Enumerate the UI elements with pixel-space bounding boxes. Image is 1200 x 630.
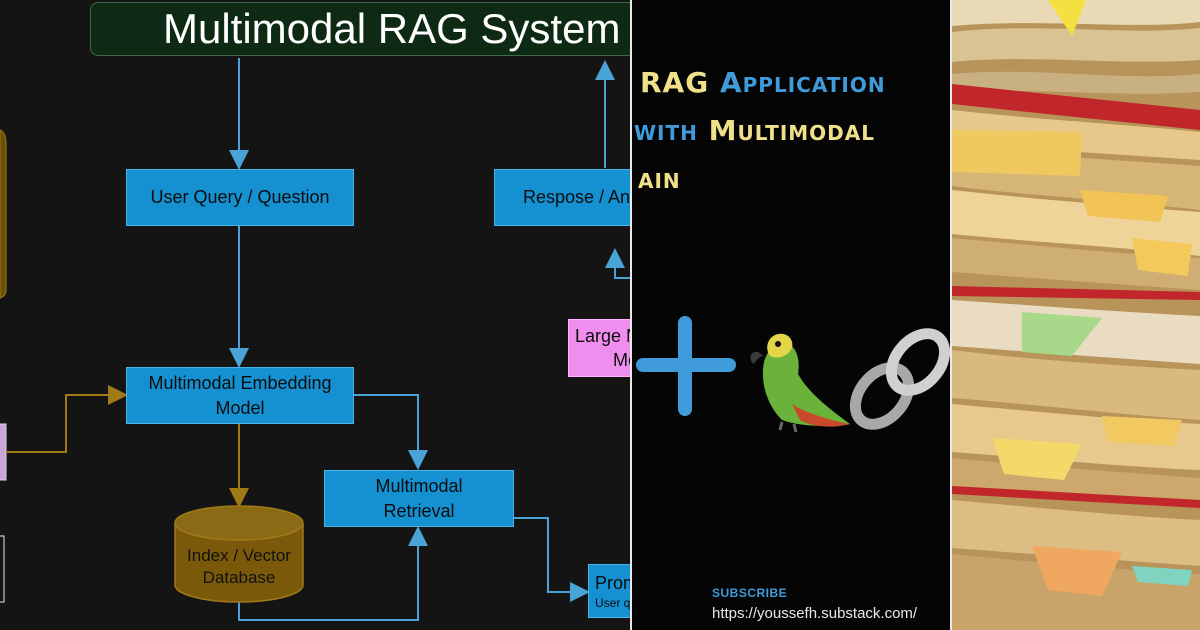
promo-multimodal-text: Multimodal (708, 114, 875, 147)
panel-divider (630, 0, 632, 630)
panel-divider-2 (950, 0, 952, 630)
prompt-node: Prompt User query + retrieved context (588, 564, 630, 618)
arrow-index-to-retrieval (238, 526, 428, 621)
rag-diagram-panel: Multimodal RAG System User Query / Quest… (0, 2, 630, 621)
plus-icon (636, 316, 736, 416)
user-query-label: User Query / Question (150, 187, 330, 208)
embedding-model-node: Multimodal Embedding Model (126, 367, 354, 424)
arrow-retrieval-to-prompt (514, 517, 590, 602)
large-multimodal-model-node: Large Multimodal Model (568, 319, 630, 377)
response-label: Respose / Answer (523, 187, 630, 208)
promo-rag-text: RAG (640, 66, 720, 99)
retrieval-label-line2: Retrieval (383, 500, 455, 521)
prompt-label-line2: User query + retrieved context (595, 596, 630, 611)
embedding-label-line2: Model (215, 397, 265, 418)
index-database-cylinder (174, 505, 304, 603)
response-node: Respose / Answer (494, 169, 630, 226)
subscribe-label: SUBSCRIBE (712, 586, 788, 600)
promo-icons (636, 316, 950, 433)
chain-link-icon (849, 328, 950, 430)
promo-headline-line2: with Multimodal (634, 114, 875, 147)
stack-of-papers-image (952, 0, 1200, 630)
promo-with-text: with (634, 114, 709, 147)
llm-label-line1: Large Multimodal (575, 325, 630, 346)
index-label-line2: Database (202, 568, 276, 588)
promo-headline-line3: ain (638, 162, 681, 195)
user-query-node: User Query / Question (126, 169, 354, 226)
arrow-llm-to-response (605, 248, 630, 279)
diagram-connectors (0, 58, 630, 621)
promo-application-text: Application (719, 66, 886, 99)
diagram-title: Multimodal RAG System (90, 2, 630, 56)
retrieval-label-line1: Multimodal (375, 476, 463, 497)
left-cylinder-fragment (0, 129, 7, 299)
sticky-notes (952, 0, 1192, 596)
embedding-label-line1: Multimodal Embedding (148, 373, 332, 394)
promo-headline-line1: RAG Application (640, 66, 886, 99)
arrow-input-to-embedding (6, 385, 128, 453)
prompt-label-line1: Prompt (595, 572, 630, 593)
left-outline-box-fragment (0, 535, 5, 603)
promo-panel: RAG Application with Multimodal ain (632, 0, 950, 630)
llm-label-line2: Model (613, 350, 630, 370)
parrot-icon (750, 333, 850, 433)
arrow-embedding-to-retrieval (354, 394, 428, 470)
left-input-box-fragment (0, 423, 7, 481)
paper-stack-illustration (952, 0, 1200, 630)
index-database-label: Index / Vector Database (175, 545, 303, 589)
substack-url-link[interactable]: https://youssefh.substack.com/ (712, 605, 918, 622)
index-label-line1: Index / Vector (187, 546, 291, 565)
retrieval-node: Multimodal Retrieval (324, 470, 514, 527)
